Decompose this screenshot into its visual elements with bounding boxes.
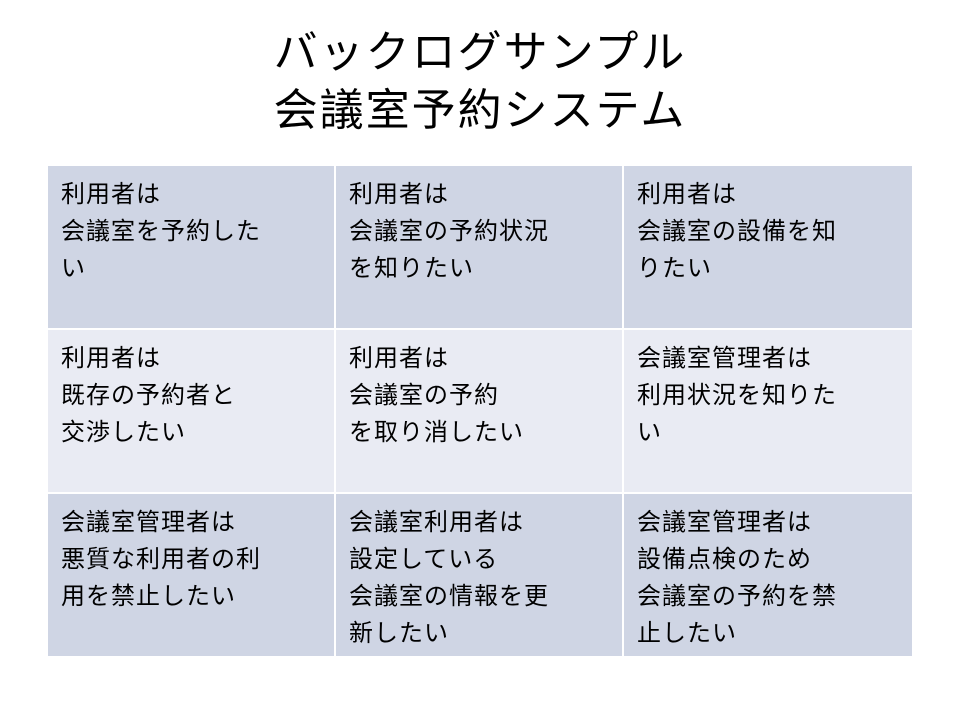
story-line: 設定している bbox=[349, 545, 499, 573]
story-cell: 会議室管理者は 悪質な利用者の利 用を禁止したい bbox=[48, 494, 336, 658]
story-line: りたい bbox=[637, 254, 712, 282]
story-line: 利用者は bbox=[61, 344, 161, 372]
story-line: 用を禁止したい bbox=[61, 582, 236, 610]
story-line: 会議室管理者は bbox=[637, 344, 812, 372]
story-cell: 会議室利用者は 設定している 会議室の情報を更 新したい bbox=[336, 494, 624, 658]
title-line-2: 会議室予約システム bbox=[273, 85, 687, 136]
slide-title: バックログサンプル 会議室予約システム bbox=[0, 24, 960, 140]
story-cell: 利用者は 既存の予約者と 交渉したい bbox=[48, 330, 336, 494]
story-line: 利用者は bbox=[61, 180, 161, 208]
story-line: を取り消したい bbox=[349, 418, 524, 446]
story-line: 利用者は bbox=[349, 344, 449, 372]
story-line: い bbox=[637, 418, 662, 446]
story-line: を知りたい bbox=[349, 254, 474, 282]
story-cell: 利用者は 会議室の予約 を取り消したい bbox=[336, 330, 624, 494]
story-line: 悪質な利用者の利 bbox=[61, 545, 261, 573]
backlog-table: 利用者は 会議室を予約した い 利用者は 会議室の予約状況 を知りたい 利用者は… bbox=[48, 166, 912, 658]
story-line: 新したい bbox=[349, 619, 449, 647]
story-line: 止したい bbox=[637, 619, 737, 647]
story-line: 会議室管理者は bbox=[637, 508, 812, 536]
title-line-1: バックログサンプル bbox=[273, 27, 687, 78]
story-line: 会議室の予約 bbox=[349, 381, 499, 409]
story-line: 会議室管理者は bbox=[61, 508, 236, 536]
story-line: 利用者は bbox=[349, 180, 449, 208]
story-line: 会議室の情報を更 bbox=[349, 582, 549, 610]
story-line: 会議室の設備を知 bbox=[637, 217, 837, 245]
story-line: 利用者は bbox=[637, 180, 737, 208]
story-cell: 利用者は 会議室の予約状況 を知りたい bbox=[336, 166, 624, 330]
story-cell: 利用者は 会議室を予約した い bbox=[48, 166, 336, 330]
story-line: 既存の予約者と bbox=[61, 381, 236, 409]
story-cell: 利用者は 会議室の設備を知 りたい bbox=[624, 166, 912, 330]
story-line: 交渉したい bbox=[61, 418, 186, 446]
story-line: 設備点検のため bbox=[637, 545, 812, 573]
story-line: 会議室の予約を禁 bbox=[637, 582, 837, 610]
story-line: 会議室利用者は bbox=[349, 508, 524, 536]
story-line: 利用状況を知りた bbox=[637, 381, 837, 409]
story-line: 会議室の予約状況 bbox=[349, 217, 549, 245]
story-cell: 会議室管理者は 利用状況を知りた い bbox=[624, 330, 912, 494]
story-line: 会議室を予約した bbox=[61, 217, 261, 245]
story-cell: 会議室管理者は 設備点検のため 会議室の予約を禁 止したい bbox=[624, 494, 912, 658]
story-line: い bbox=[61, 254, 86, 282]
